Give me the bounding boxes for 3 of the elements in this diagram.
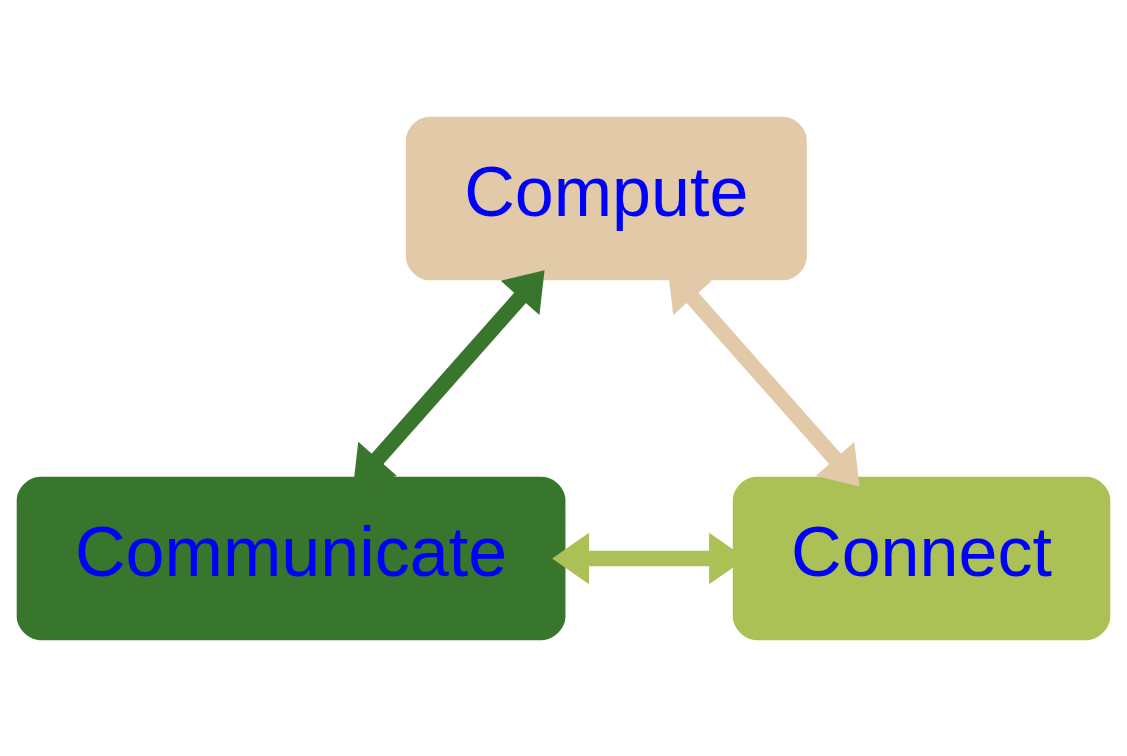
node-box: Communicate	[16, 476, 566, 640]
node-box: Compute	[405, 116, 807, 280]
node-box: Connect	[732, 476, 1111, 640]
